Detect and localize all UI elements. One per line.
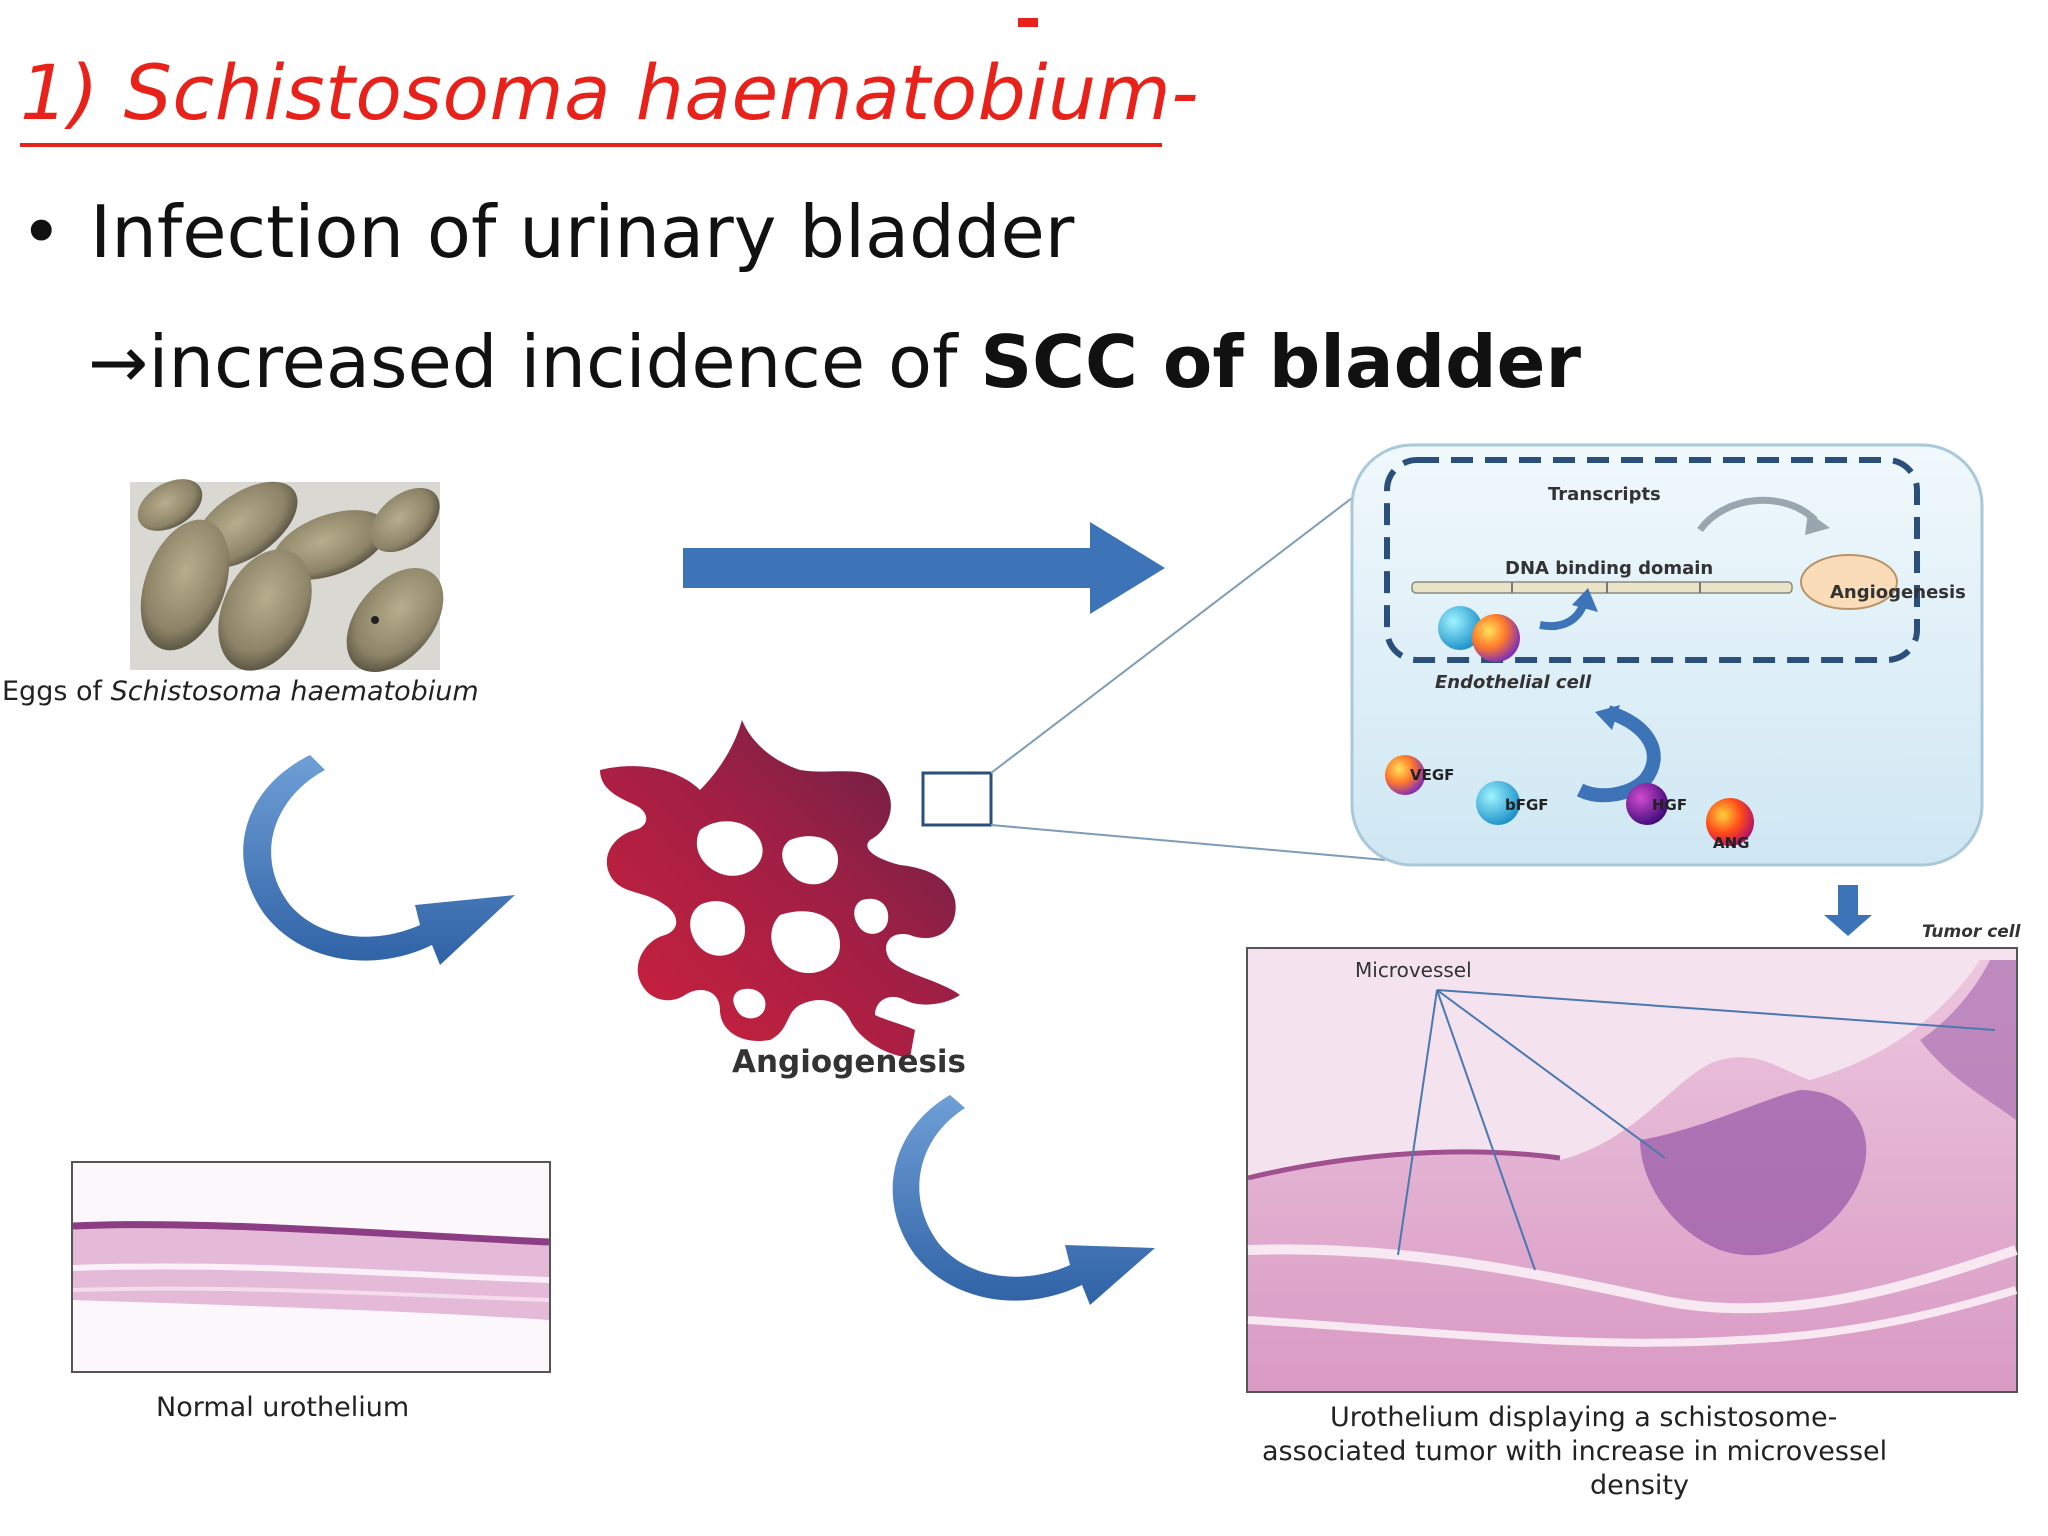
arrow-right-large-icon — [683, 522, 1165, 614]
endothelial-cell-label: Endothelial cell — [1435, 672, 1592, 693]
arrow-right-icon: → — [88, 320, 149, 404]
slide-title: 1) Schistosoma haematobium- — [20, 48, 1200, 137]
normal-urothelium-micrograph — [71, 1161, 551, 1373]
sub-point: →increased incidence of SCC of bladder — [88, 320, 1581, 404]
vessel-network — [600, 720, 960, 1058]
bullet-marker: • — [20, 190, 63, 274]
factor-bfgf-label: bFGF — [1505, 796, 1549, 814]
bullet-text: Infection of urinary bladder — [90, 190, 1075, 274]
angiogenesis-label: Angiogenesis — [732, 1044, 967, 1080]
zoom-box — [921, 771, 993, 827]
factor-vegf-label: VEGF — [1410, 766, 1455, 784]
tumor-caption-line2: associated tumor with increase in microv… — [1262, 1436, 1888, 1467]
inset-angiogenesis-label: Angiogenesis — [1830, 582, 1966, 603]
transcripts-label: Transcripts — [1548, 484, 1661, 505]
eggs-caption: Eggs of Schistosoma haematobium — [2, 676, 479, 707]
dna-binding-domain-label: DNA binding domain — [1505, 558, 1714, 579]
tumor-caption-line1: Urothelium displaying a schistosome- — [1330, 1402, 1838, 1433]
tumor-caption-line3: density — [1590, 1470, 1689, 1501]
eggs-caption-prefix: Eggs of — [2, 676, 111, 707]
tumor-cell-label: Tumor cell — [1922, 922, 2021, 942]
arrow-down-icon — [1824, 885, 1872, 936]
microvessel-label: Microvessel — [1355, 958, 1472, 982]
curved-arrow-left-icon — [243, 755, 515, 965]
title-accent-mark — [1018, 18, 1038, 27]
sub-point-emphasis: SCC of bladder — [980, 320, 1581, 404]
normal-urothelium-caption: Normal urothelium — [156, 1392, 410, 1423]
factor-ang-label: ANG — [1713, 834, 1750, 852]
endothelial-inset — [1350, 443, 1984, 867]
curved-arrow-right-icon — [892, 1095, 1155, 1305]
title-underline — [20, 143, 1162, 147]
sub-point-text: increased incidence of — [148, 320, 981, 404]
eggs-caption-species: Schistosoma haematobium — [110, 676, 479, 707]
factor-hgf-label: HGF — [1652, 796, 1688, 814]
eggs-micrograph — [130, 479, 444, 673]
tumor-urothelium-micrograph — [1246, 947, 2018, 1393]
bullet-item: • Infection of urinary bladder — [20, 190, 1074, 274]
